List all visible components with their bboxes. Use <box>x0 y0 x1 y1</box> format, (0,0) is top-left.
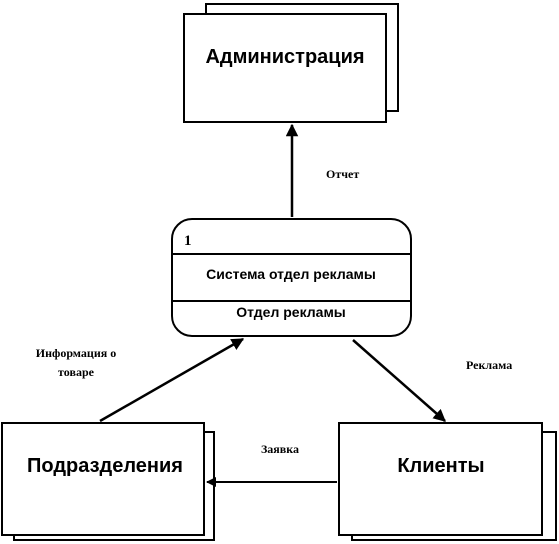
entity-departments-label: Подразделения <box>27 455 183 477</box>
flow-product-info-label-line1: Информация о <box>36 346 116 360</box>
process-ad-department: 1 Система отдел рекламы Отдел рекламы <box>171 218 412 337</box>
entity-departments: Подразделения <box>1 422 215 541</box>
process-box <box>171 218 412 337</box>
flow-request: Заявка <box>206 442 337 487</box>
entity-clients-label: Клиенты <box>397 455 484 477</box>
flow-advertising: Реклама <box>352 339 512 422</box>
flow-product-info-arrow <box>99 337 245 423</box>
entity-administration-label: Администрация <box>205 46 364 68</box>
entity-administration: Администрация <box>183 3 399 123</box>
flow-product-info: Информация о товаре <box>36 337 245 423</box>
entity-administration-box <box>183 13 387 123</box>
process-title: Система отдел рекламы <box>206 266 376 282</box>
entity-clients-box <box>338 422 543 536</box>
process-owner: Отдел рекламы <box>236 304 346 320</box>
entity-departments-box <box>1 422 205 536</box>
flow-product-info-label-line2: товаре <box>58 365 95 379</box>
flow-advertising-label: Реклама <box>466 358 512 372</box>
flow-advertising-arrow <box>352 339 446 422</box>
process-number: 1 <box>184 233 192 249</box>
flow-request-label: Заявка <box>261 442 299 456</box>
entity-clients: Клиенты <box>338 422 557 541</box>
flow-report-label: Отчет <box>326 167 359 181</box>
flow-report: Отчет <box>285 123 359 217</box>
